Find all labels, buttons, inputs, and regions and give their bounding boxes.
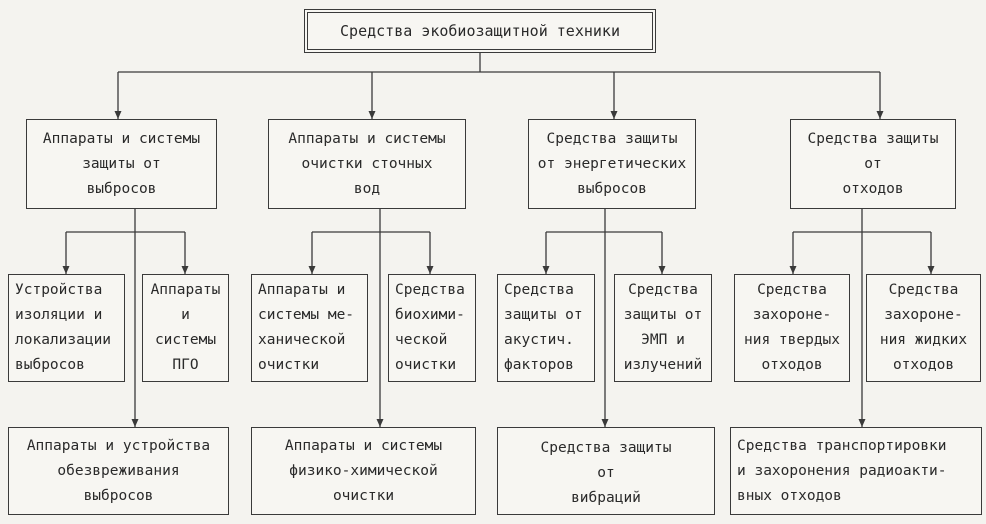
bottom-node-vibration: Средства защиты от вибраций	[497, 427, 715, 515]
bottom-node-neutralization: Аппараты и устройства обезвреживания выб…	[8, 427, 229, 515]
group-node-wastewater: Аппараты и системы очистки сточных вод	[268, 119, 466, 209]
arrowhead-5	[368, 111, 376, 119]
arrowhead-18	[376, 419, 384, 427]
sub-node-emf-radiation: Средства защиты от ЭМП и излучений	[614, 274, 712, 382]
arrowhead-35	[789, 266, 797, 274]
group-node-energy: Средства защиты от энергетических выброс…	[528, 119, 696, 209]
arrowhead-25	[601, 419, 609, 427]
arrowhead-28	[542, 266, 550, 274]
group-node-waste: Средства защиты от отходов	[790, 119, 956, 209]
arrowhead-11	[131, 419, 139, 427]
arrowhead-30	[658, 266, 666, 274]
arrowhead-37	[927, 266, 935, 274]
sub-node-biochemical-cleaning: Средства биохими- ческой очистки	[388, 274, 476, 382]
sub-node-liquid-waste: Средства захороне- ния жидких отходов	[866, 274, 981, 382]
sub-node-isolation-devices: Устройства изоляции и локализации выброс…	[8, 274, 125, 382]
arrowhead-3	[114, 111, 122, 119]
arrowhead-23	[426, 266, 434, 274]
arrowhead-21	[308, 266, 316, 274]
arrowhead-9	[876, 111, 884, 119]
bottom-node-physicochemical: Аппараты и системы физико-химической очи…	[251, 427, 476, 515]
sub-node-solid-waste: Средства захороне- ния твердых отходов	[734, 274, 850, 382]
arrowhead-7	[610, 111, 618, 119]
sub-node-pgo-systems: Аппараты и системы ПГО	[142, 274, 229, 382]
arrowhead-16	[181, 266, 189, 274]
arrowhead-32	[858, 419, 866, 427]
group-node-emissions: Аппараты и системы защиты от выбросов	[26, 119, 217, 209]
arrowhead-14	[62, 266, 70, 274]
bottom-node-radioactive-waste: Средства транспортировки и захоронения р…	[730, 427, 982, 515]
root-node: Средства экобиозащитной техники	[304, 9, 656, 53]
sub-node-mechanical-cleaning: Аппараты и системы ме- ханической очистк…	[251, 274, 368, 382]
sub-node-acoustic: Средства защиты от акустич. факторов	[497, 274, 595, 382]
